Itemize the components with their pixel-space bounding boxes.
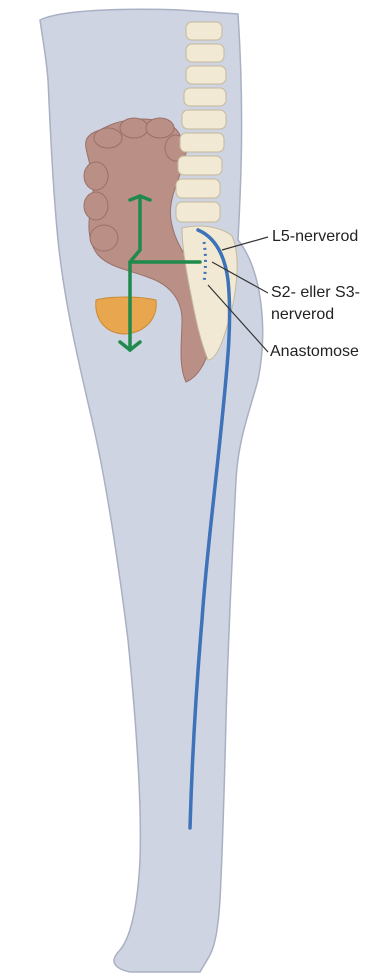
label-s2-s3-nerve-root-line2: nerverod	[271, 305, 334, 325]
label-l5-nerve-root: L5-nerverod	[272, 227, 358, 247]
label-s2-s3-nerve-root: S2- eller S3-	[271, 283, 360, 303]
label-anastomosis: Anastomose	[270, 342, 359, 362]
